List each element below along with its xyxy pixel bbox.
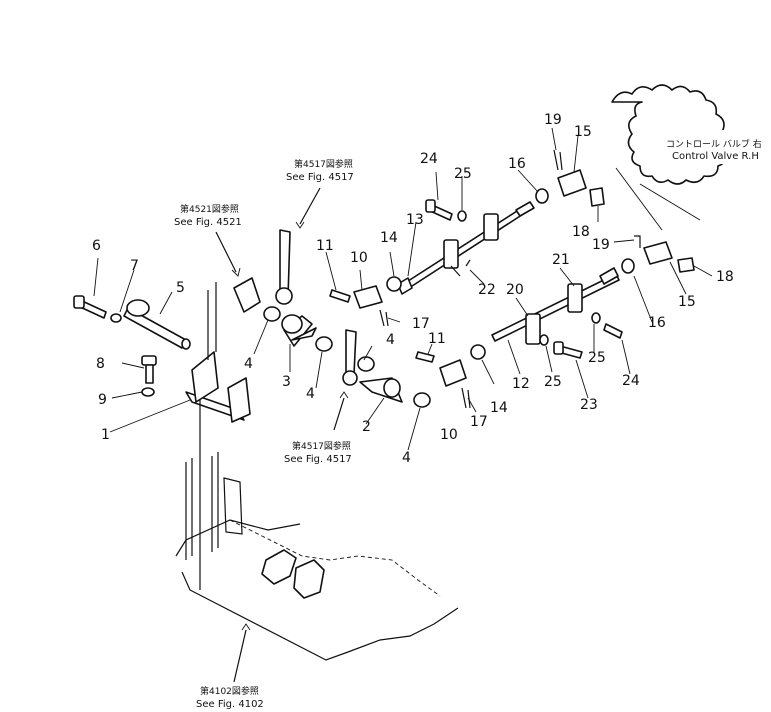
- callout-19b: 19: [592, 237, 610, 253]
- reference-arrows: [215, 187, 349, 683]
- floor-plate: [175, 452, 459, 661]
- clevis-15b: [643, 241, 673, 265]
- bolt-6: [73, 295, 107, 319]
- shaft-5: [123, 299, 191, 350]
- callout-15b: 15: [678, 294, 696, 310]
- bushing-4a: [263, 306, 281, 322]
- ref-4517-bottom-en: See Fig. 4517: [284, 454, 352, 465]
- ref-4517-top-en: See Fig. 4517: [286, 172, 354, 183]
- pin-18b: [677, 257, 695, 273]
- callout-25a: 25: [454, 166, 472, 182]
- pin-17a: [379, 309, 389, 327]
- nut-16b: [621, 258, 635, 274]
- bolt-11a: [329, 289, 351, 303]
- ref-4521-jp: 第4521図参照: [180, 203, 239, 215]
- callout-17b: 17: [470, 414, 488, 430]
- block-10a: [353, 285, 383, 309]
- callout-19a: 19: [544, 112, 562, 128]
- nut-16a: [535, 188, 549, 204]
- callout-22: 22: [478, 282, 496, 298]
- ball-joint-top: [275, 229, 293, 305]
- nut-14a: [386, 276, 402, 292]
- callout-1: 1: [101, 427, 110, 443]
- callout-18b: 18: [716, 269, 734, 285]
- ref-4521-en: See Fig. 4521: [174, 217, 242, 228]
- bolt-11b: [415, 351, 435, 363]
- callout-13: 13: [406, 212, 424, 228]
- ref-4517-top-jp: 第4517図参照: [294, 158, 353, 170]
- callout-24b: 24: [622, 373, 640, 389]
- callout-2: 2: [362, 419, 371, 435]
- bellcrank-3: [281, 314, 317, 347]
- washer-7: [110, 313, 122, 323]
- callout-numbers: 1 2 3 4 4 4 4 5 6 7 8 9 10 10 11 11 12 1…: [92, 112, 734, 466]
- callout-4d: 4: [402, 450, 411, 466]
- callout-3: 3: [282, 374, 291, 390]
- ref-4102-jp: 第4102図参照: [200, 685, 259, 697]
- callout-17a: 17: [412, 316, 430, 332]
- control-valve-label-jp: コントロール バルブ 右: [666, 138, 762, 150]
- callout-25c: 25: [588, 350, 606, 366]
- bushing-4c: [357, 356, 375, 372]
- ref-4517-bottom-jp: 第4517図参照: [292, 440, 351, 452]
- pin-19b: [634, 235, 641, 248]
- washer-25b: [539, 334, 549, 346]
- bolt-23: [553, 341, 583, 359]
- callout-23: 23: [580, 397, 598, 413]
- upper-rod-assembly: [397, 201, 535, 295]
- reference-notes: 第4517図参照 See Fig. 4517 第4521図参照 See Fig.…: [174, 138, 762, 710]
- washer-25c: [591, 312, 601, 324]
- lever-2: [359, 377, 403, 403]
- bolt-24b: [603, 323, 623, 339]
- leader-lines: [93, 127, 713, 451]
- pin-18a: [589, 187, 605, 207]
- nut-14b: [470, 344, 486, 360]
- callout-20: 20: [506, 282, 524, 298]
- callout-6: 6: [92, 238, 101, 254]
- callout-10a: 10: [350, 250, 368, 266]
- callout-15a: 15: [574, 124, 592, 140]
- washer-9: [141, 387, 155, 397]
- bushing-4d: [413, 392, 431, 408]
- callout-16b: 16: [648, 315, 666, 331]
- callout-4c: 4: [386, 332, 395, 348]
- callout-7: 7: [130, 258, 139, 274]
- callout-16a: 16: [508, 156, 526, 172]
- callout-4a: 4: [244, 356, 253, 372]
- bushing-4b: [315, 336, 333, 352]
- callout-11b: 11: [428, 331, 446, 347]
- callout-14b: 14: [490, 400, 508, 416]
- callout-8: 8: [96, 356, 105, 372]
- control-valve-label-en: Control Valve R.H: [672, 151, 759, 162]
- washer-25a: [457, 210, 467, 222]
- callout-9: 9: [98, 392, 107, 408]
- ref-4102-en: See Fig. 4102: [196, 699, 264, 710]
- callout-18a: 18: [572, 224, 590, 240]
- pin-19a: [553, 149, 563, 171]
- callout-5: 5: [176, 280, 185, 296]
- callout-10b: 10: [440, 427, 458, 443]
- callout-12: 12: [512, 376, 530, 392]
- callout-4b: 4: [306, 386, 315, 402]
- block-10b: [439, 359, 467, 387]
- pin-17b: [461, 387, 471, 409]
- callout-25b: 25: [544, 374, 562, 390]
- clevis-15a: [557, 169, 587, 197]
- bracket-assembly: [185, 282, 251, 590]
- callout-21: 21: [552, 252, 570, 268]
- control-valve: [611, 84, 758, 231]
- callout-24a: 24: [420, 151, 438, 167]
- bolt-24a: [425, 199, 453, 221]
- lower-rod-assembly: [491, 267, 620, 345]
- ball-joint-bottom: [342, 329, 358, 386]
- bolt-8: [141, 355, 157, 384]
- callout-11a: 11: [316, 238, 334, 254]
- ball-joint-left: [233, 277, 261, 313]
- callout-14a: 14: [380, 230, 398, 246]
